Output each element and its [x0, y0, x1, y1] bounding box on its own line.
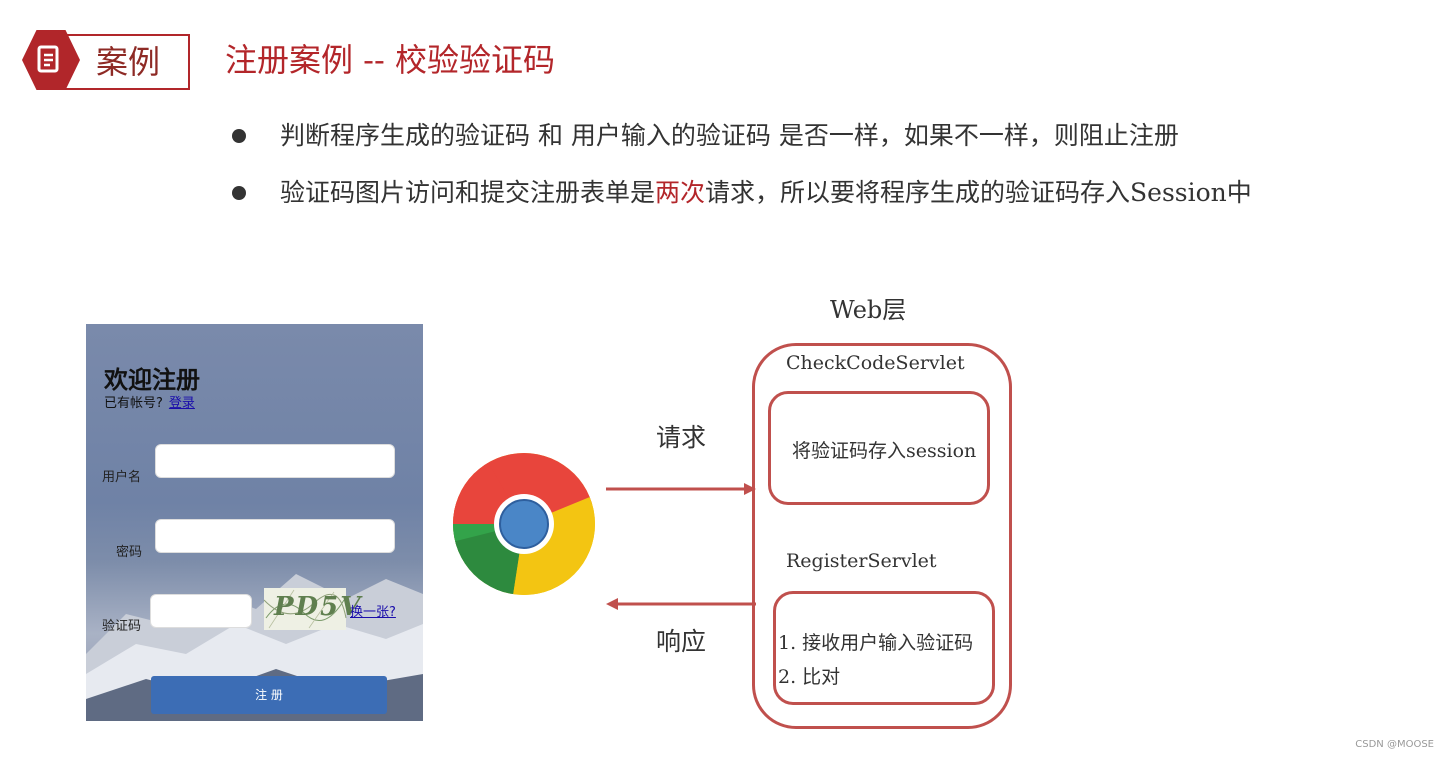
bullet-dot: [232, 129, 246, 143]
form-title: 欢迎注册: [104, 366, 200, 394]
checkcode-servlet-label: CheckCodeServlet: [786, 352, 965, 374]
have-account-label: 已有帐号?: [104, 396, 163, 411]
captcha-text: PD5V: [274, 592, 363, 622]
password-label: 密码: [116, 545, 143, 560]
bullet-text-2-part-b: 请求，所以要将程序生成的验证码存入Session中: [705, 178, 1252, 207]
watermark: CSDN @MOOSE: [1355, 739, 1434, 750]
have-account-text: 已有帐号? 登录: [104, 392, 195, 411]
bullet-text-2-part-a: 验证码图片访问和提交注册表单是: [280, 178, 656, 207]
captcha-input[interactable]: [150, 594, 252, 628]
register-servlet-box: [773, 591, 995, 705]
bullet-highlight: 两次: [655, 178, 706, 207]
captcha-label: 验证码: [102, 619, 142, 634]
bullet-dot: [232, 186, 246, 200]
page-title: 注册案例 -- 校验验证码: [225, 41, 555, 79]
username-label: 用户名: [102, 470, 142, 485]
request-label: 请求: [656, 423, 707, 452]
register-steps: 1. 接收用户输入验证码 2. 比对: [778, 626, 983, 694]
bullet-text-2: 验证码图片访问和提交注册表单是两次请求，所以要将程序生成的验证码存入Sessio…: [280, 175, 1252, 211]
section-badge-label: 案例: [96, 43, 161, 81]
captcha-noise: [263, 589, 347, 629]
checkcode-servlet-box: [768, 391, 990, 505]
register-step-1: 1. 接收用户输入验证码: [778, 632, 974, 654]
password-input[interactable]: [155, 519, 395, 553]
store-session-text: 将验证码存入session: [792, 440, 977, 462]
request-response-arrows: [606, 483, 756, 610]
register-button[interactable]: 注 册: [151, 676, 387, 714]
response-label: 响应: [656, 627, 707, 656]
document-icon: [37, 45, 59, 73]
register-form-screenshot: 欢迎注册 已有帐号? 登录 用户名 密码 验证码 PD5V 换一张? 注 册: [86, 324, 423, 721]
register-servlet-label: RegisterServlet: [786, 550, 937, 572]
chrome-icon: [453, 453, 595, 595]
web-layer-box: [752, 343, 1012, 729]
bullet-text-1: 判断程序生成的验证码 和 用户输入的验证码 是否一样，如果不一样，则阻止注册: [280, 121, 1179, 150]
change-captcha-link[interactable]: 换一张?: [350, 605, 396, 620]
register-step-2: 2. 比对: [778, 666, 841, 688]
captcha-image[interactable]: PD5V: [263, 588, 360, 630]
login-link[interactable]: 登录: [168, 396, 195, 411]
username-input[interactable]: [155, 444, 395, 478]
web-layer-label: Web层: [830, 296, 907, 324]
